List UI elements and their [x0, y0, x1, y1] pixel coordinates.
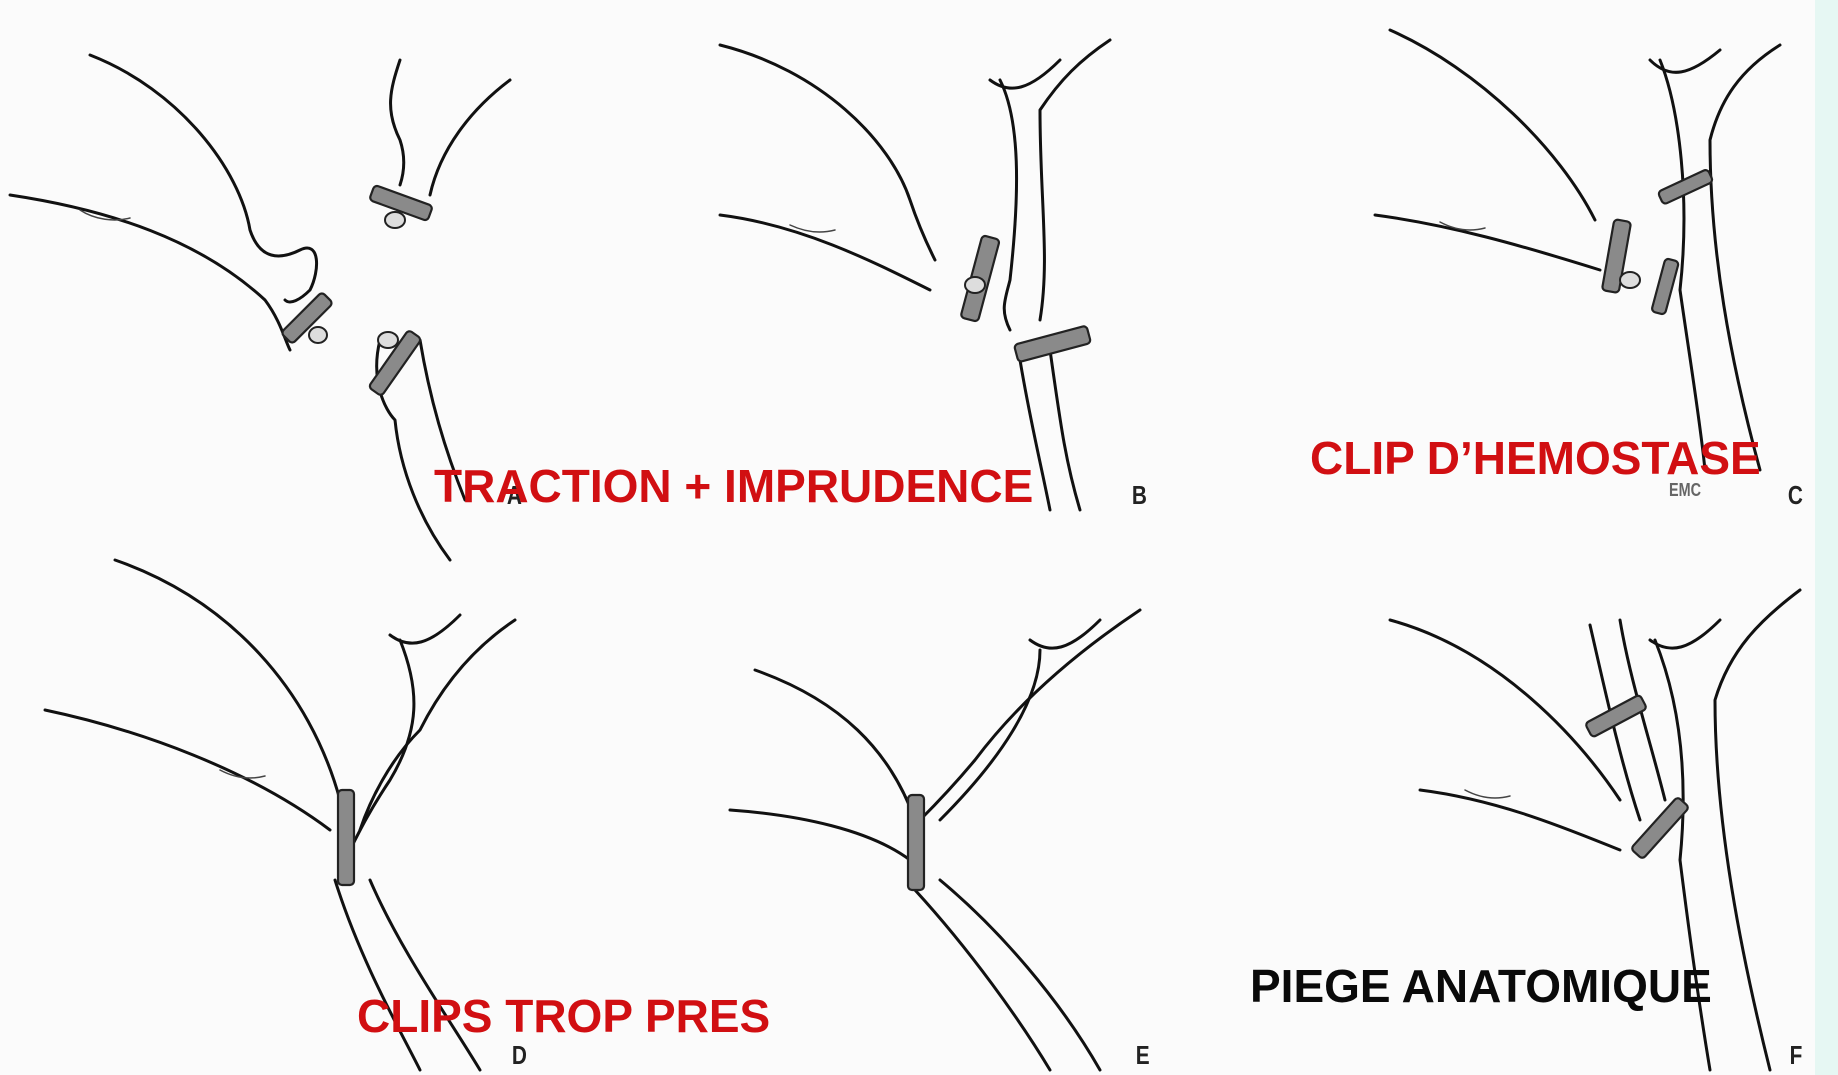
panel-e-drawing — [730, 610, 1140, 1070]
panel-letter-f: F — [1790, 1040, 1803, 1071]
caption-clip-hemostase: CLIP D’HEMOSTASE — [1310, 435, 1761, 481]
panel-letter-e: E — [1136, 1040, 1150, 1071]
panel-letter-b: B — [1132, 480, 1147, 511]
panel-letter-c: C — [1788, 480, 1803, 511]
panel-letter-d: D — [512, 1040, 527, 1071]
caption-piege-anatomique: PIEGE ANATOMIQUE — [1250, 963, 1712, 1009]
panel-c-drawing — [1375, 30, 1780, 470]
panel-b-drawing — [720, 40, 1110, 510]
caption-traction-imprudence: TRACTION + IMPRUDENCE — [434, 463, 1033, 509]
caption-clips-trop-pres: CLIPS TROP PRES — [357, 993, 770, 1039]
